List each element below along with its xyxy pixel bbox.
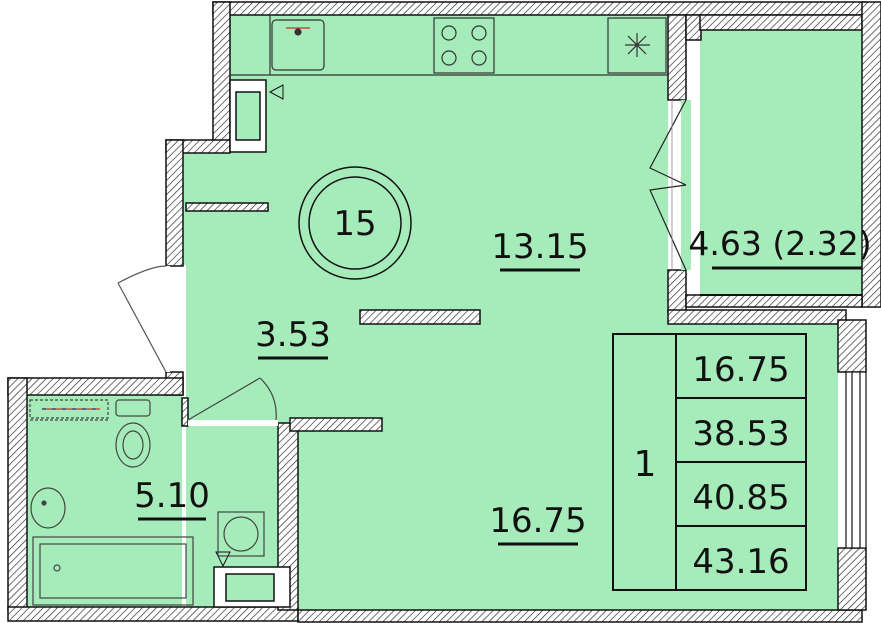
area-main: 13.15 bbox=[491, 227, 588, 267]
bath-fixtures bbox=[25, 399, 265, 606]
walls bbox=[7, 1, 881, 623]
bathroom-door bbox=[187, 377, 278, 426]
summary-living-area: 16.75 bbox=[692, 350, 789, 390]
window-right bbox=[845, 371, 867, 549]
summary-total-area-1: 38.53 bbox=[692, 414, 789, 454]
summary-table bbox=[612, 333, 807, 591]
area-balcony: 4.63 (2.32) bbox=[688, 224, 871, 263]
summary-total-area-3: 43.16 bbox=[692, 542, 789, 582]
vent-shaft-bath bbox=[213, 551, 291, 608]
area-hall: 3.53 bbox=[255, 315, 331, 355]
summary-rooms-count: 1 bbox=[634, 444, 657, 485]
balcony-door bbox=[649, 99, 691, 271]
apartment-stamp bbox=[298, 166, 412, 280]
entrance-door bbox=[117, 265, 170, 373]
kitchen-counter bbox=[230, 15, 668, 76]
summary-total-area-2: 40.85 bbox=[692, 478, 789, 518]
area-lower: 16.75 bbox=[489, 501, 586, 541]
apartment-number: 15 bbox=[333, 204, 376, 244]
vent-shaft-top bbox=[229, 79, 284, 153]
area-bath: 5.10 bbox=[134, 476, 210, 516]
